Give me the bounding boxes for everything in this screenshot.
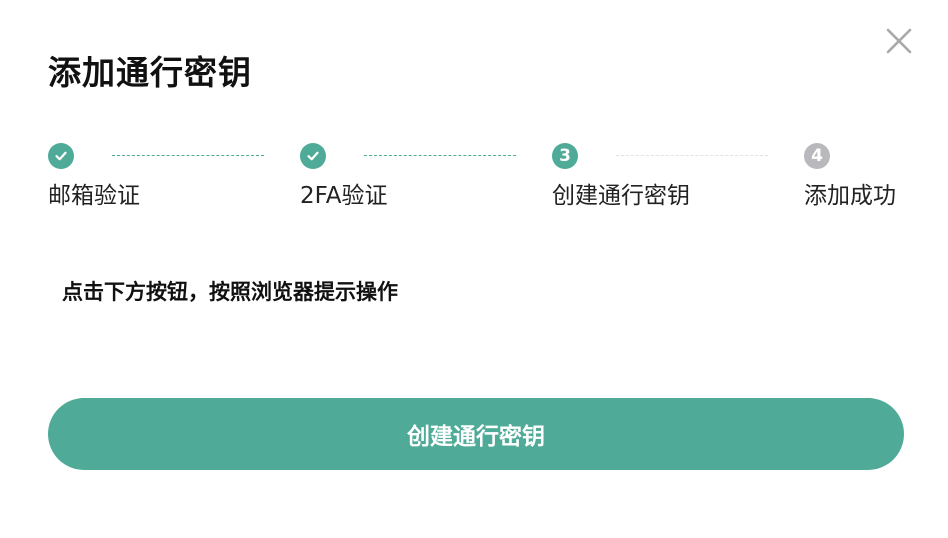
step-connector-1 <box>112 155 264 156</box>
step-1-check-marker <box>48 143 74 169</box>
step-2-check-marker <box>300 143 326 169</box>
step-connector-3 <box>616 155 768 156</box>
check-icon <box>307 151 319 161</box>
create-passkey-button[interactable]: 创建通行密钥 <box>48 398 904 470</box>
step-connector-2 <box>364 155 516 156</box>
close-icon <box>886 28 912 54</box>
step-3-label: 创建通行密钥 <box>552 183 690 209</box>
check-icon <box>55 151 67 161</box>
step-4-label: 添加成功 <box>804 183 896 209</box>
progress-stepper: 邮箱验证 2FA验证 3 创建通行密钥 4 添加成功 <box>48 140 908 220</box>
step-3-number-marker: 3 <box>552 143 578 169</box>
close-button[interactable] <box>884 26 914 56</box>
step-4-number-marker: 4 <box>804 143 830 169</box>
dialog-title: 添加通行密钥 <box>48 53 252 92</box>
step-1-label: 邮箱验证 <box>48 183 140 209</box>
instruction-text: 点击下方按钮，按照浏览器提示操作 <box>62 280 398 304</box>
step-2-label: 2FA验证 <box>300 183 388 209</box>
